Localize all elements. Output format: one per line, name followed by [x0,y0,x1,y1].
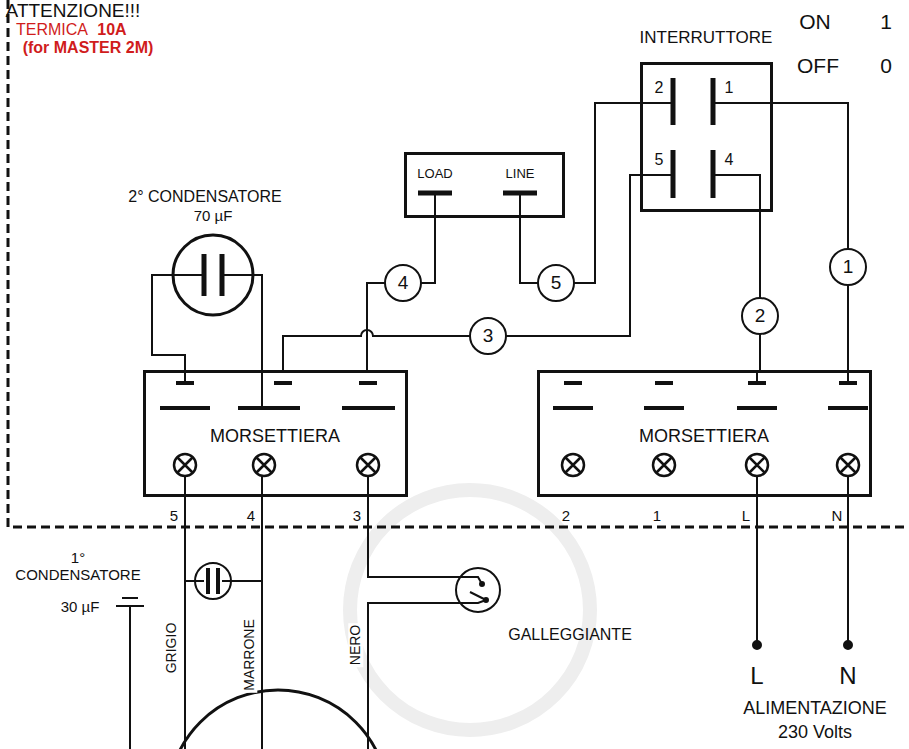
supply-pole: L [750,663,763,689]
wire [367,218,435,370]
terminal-number: 5 [170,508,178,525]
callout-number: 3 [469,317,507,355]
wire [520,103,640,283]
wire-color: MARRONE [242,617,257,693]
box-label: LOAD [417,167,452,181]
warning-note: (for MASTER 2M) [23,39,154,57]
terminal-number: N [832,508,843,525]
box-label: MORSETTIERA [639,427,769,447]
callout-number: 1 [829,248,867,286]
switch-state: 1 [880,10,892,33]
pin-number: 2 [655,79,664,97]
breaker-box: LOAD LINE [404,152,565,218]
wire-color: GRIGIO [164,621,179,676]
box-label: LINE [506,167,535,181]
switch-state: 0 [880,54,892,77]
warning-title: ATTENZIONE!!! [6,1,141,22]
wire [773,103,848,370]
float-switch-label: GALLEGGIANTE [508,626,632,644]
capacitor-value: 70 µF [194,208,233,225]
pin-number: 1 [725,79,734,97]
wire-color: NERO [348,623,363,667]
capacitor-label: 2° CONDENSATORE [128,188,281,206]
switch-heading: INTERRUTTORE [640,29,773,48]
terminal-number: 2 [562,508,570,525]
box-label: MORSETTIERA [210,427,340,447]
callout-number: 5 [537,264,575,302]
capacitor-value: 30 µF [61,599,100,616]
warning-note: TERMICA [16,21,88,39]
supply-pole: N [839,663,856,689]
terminal-number: 4 [247,508,255,525]
switch-state: OFF [797,54,839,77]
switch-state: ON [799,10,831,33]
terminal-block: MORSETTIERA [143,370,408,497]
wire [760,212,761,370]
supply-label: ALIMENTAZIONE [743,699,887,719]
callout-number: 4 [384,264,422,302]
callout-number: 2 [741,297,779,335]
pin-number: 5 [655,151,664,169]
wire [283,175,640,370]
terminal-number: 3 [353,508,361,525]
capacitor-label: 1° CONDENSATORE [13,550,143,583]
terminal-number: L [742,508,750,525]
pin-number: 4 [725,151,734,169]
terminal-number: 1 [653,508,661,525]
supply-voltage: 230 Volts [778,723,852,743]
terminal-block: MORSETTIERA [537,370,872,497]
warning-note: 10A [97,21,126,39]
